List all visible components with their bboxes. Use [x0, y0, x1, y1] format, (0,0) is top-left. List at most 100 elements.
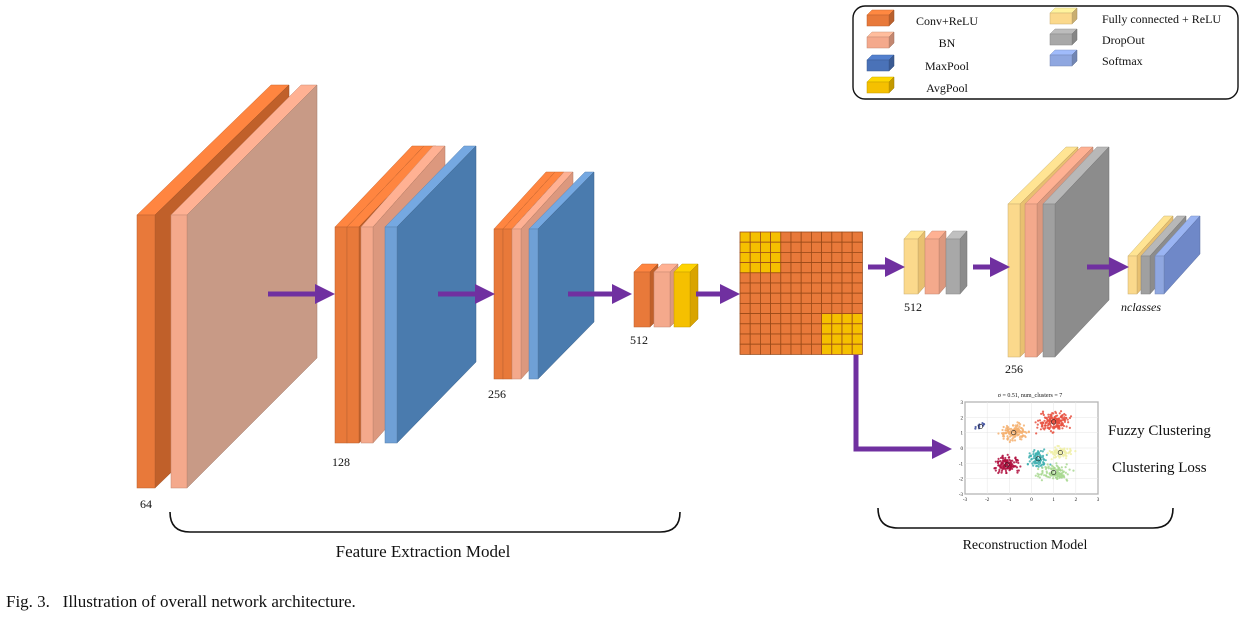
grid-cell	[739, 251, 751, 263]
grid-cell	[841, 282, 853, 294]
grid-cell	[749, 292, 761, 304]
grid-cell	[800, 282, 812, 294]
grid-cell	[851, 292, 863, 304]
fuzzy-clustering-label: Fuzzy Clustering	[1108, 423, 1211, 439]
grid-cell	[760, 313, 772, 325]
dim-label-128: 128	[332, 455, 350, 469]
feature-map-grid	[739, 231, 863, 355]
grid-cell	[841, 251, 853, 263]
grid-cell	[739, 323, 751, 335]
feature-extraction-brace	[169, 511, 681, 533]
grid-cell	[811, 313, 823, 325]
grid-cell	[821, 333, 833, 345]
grid-cell	[739, 262, 751, 274]
grid-cell	[821, 302, 833, 314]
grid-cell	[831, 292, 843, 304]
grid-cell	[811, 272, 823, 284]
feature-extraction-label: Feature Extraction Model	[336, 542, 511, 561]
grid-cell	[831, 262, 843, 274]
grid-cell	[790, 292, 802, 304]
grid-cell	[780, 282, 792, 294]
grid-cell	[770, 302, 782, 314]
grid-cell	[739, 292, 751, 304]
grid-cell	[749, 262, 761, 274]
grid-cell	[780, 343, 792, 355]
grid-cell	[760, 282, 772, 294]
grid-cell	[800, 272, 812, 284]
grid-cell	[749, 333, 761, 345]
grid-cell	[851, 251, 863, 263]
grid-cell	[831, 282, 843, 294]
grid-cell	[811, 333, 823, 345]
grid-cell	[770, 262, 782, 274]
grid-cell	[739, 231, 751, 243]
avgpool-block-512	[673, 263, 699, 328]
plot-xtick: 0	[1030, 498, 1033, 503]
grid-cell	[811, 262, 823, 274]
reconstruction-brace	[877, 507, 1174, 529]
grid-cell	[800, 251, 812, 263]
grid-cell	[739, 302, 751, 314]
arrow-to-clustering	[853, 355, 953, 459]
grid-cell	[841, 262, 853, 274]
bn-block-fc-512	[924, 230, 947, 295]
grid-cell	[770, 251, 782, 263]
grid-cell	[760, 323, 772, 335]
grid-cell	[749, 241, 761, 253]
grid-cell	[780, 313, 792, 325]
grid-cell	[851, 272, 863, 284]
grid-cell	[841, 231, 853, 243]
grid-cell	[831, 333, 843, 345]
grid-cell	[851, 282, 863, 294]
grid-cell	[831, 313, 843, 325]
grid-cell	[760, 231, 772, 243]
grid-cell	[770, 343, 782, 355]
plot-xtick: 3	[1097, 498, 1100, 503]
grid-cell	[790, 272, 802, 284]
grid-cell	[831, 302, 843, 314]
maxpool-block-256	[528, 171, 595, 380]
maxpool-block-128	[384, 145, 477, 444]
reconstruction-blocks	[903, 146, 1201, 358]
grid-cell	[831, 241, 843, 253]
plot-xtick: 1	[1052, 498, 1055, 503]
grid-cell	[790, 282, 802, 294]
legend-label-4: Fully connected + ReLU	[1102, 12, 1221, 26]
grid-cell	[821, 272, 833, 284]
dropout-block-512	[945, 230, 968, 295]
grid-cell	[760, 262, 772, 274]
grid-cell	[749, 282, 761, 294]
grid-cell	[749, 302, 761, 314]
grid-cell	[760, 343, 772, 355]
grid-cell	[780, 262, 792, 274]
grid-cell	[790, 323, 802, 335]
grid-cell	[749, 313, 761, 325]
grid-cell	[790, 241, 802, 253]
grid-cell	[821, 323, 833, 335]
grid-cell	[811, 231, 823, 243]
grid-cell	[811, 282, 823, 294]
grid-cell	[760, 272, 772, 284]
grid-cell	[780, 292, 792, 304]
legend-label-1: BN	[939, 36, 956, 50]
grid-cell	[739, 343, 751, 355]
grid-cell	[770, 231, 782, 243]
grid-cell	[790, 313, 802, 325]
grid-cell	[760, 241, 772, 253]
grid-cell	[851, 241, 863, 253]
grid-cell	[841, 313, 853, 325]
plot-xtick: -1	[1007, 498, 1012, 503]
legend-label-2: MaxPool	[925, 59, 970, 73]
grid-cell	[831, 323, 843, 335]
grid-cell	[811, 292, 823, 304]
grid-cell	[780, 323, 792, 335]
grid-cell	[841, 272, 853, 284]
grid-cell	[851, 302, 863, 314]
grid-cell	[770, 272, 782, 284]
grid-cell	[800, 343, 812, 355]
grid-cell	[821, 313, 833, 325]
plot-ytick: -2	[959, 478, 964, 483]
legend-label-0: Conv+ReLU	[916, 14, 978, 28]
grid-cell	[831, 272, 843, 284]
